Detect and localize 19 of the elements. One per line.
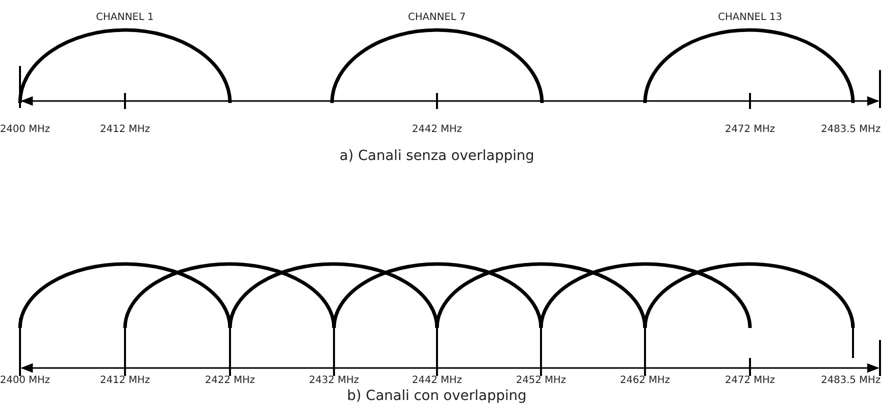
frequency-label: 2432 MHz: [309, 375, 360, 387]
frequency-label: 2400 MHz: [0, 124, 50, 136]
frequency-label: 2442 MHz: [412, 375, 462, 387]
frequency-label: 2462 MHz: [620, 375, 670, 387]
frequency-label: 2483.5 MHz: [821, 375, 881, 387]
channel-label: CHANNEL 7: [408, 12, 466, 24]
frequency-label: 2412 MHz: [100, 124, 150, 136]
frequency-label: 2400 MHz: [0, 375, 50, 387]
channel-label: CHANNEL 1: [96, 12, 154, 24]
frequency-label: 2442 MHz: [412, 124, 462, 136]
frequency-label: 2422 MHz: [205, 375, 256, 387]
frequency-label: 2472 MHz: [725, 375, 776, 387]
caption: a) Canali senza overlapping: [340, 148, 534, 164]
frequency-label: 2452 MHz: [516, 375, 566, 387]
frequency-label: 2472 MHz: [725, 124, 776, 136]
channel-label: CHANNEL 13: [718, 12, 782, 24]
frequency-label: 2412 MHz: [100, 375, 150, 387]
frequency-label: 2483.5 MHz: [821, 124, 881, 136]
caption: b) Canali con overlapping: [347, 388, 527, 404]
